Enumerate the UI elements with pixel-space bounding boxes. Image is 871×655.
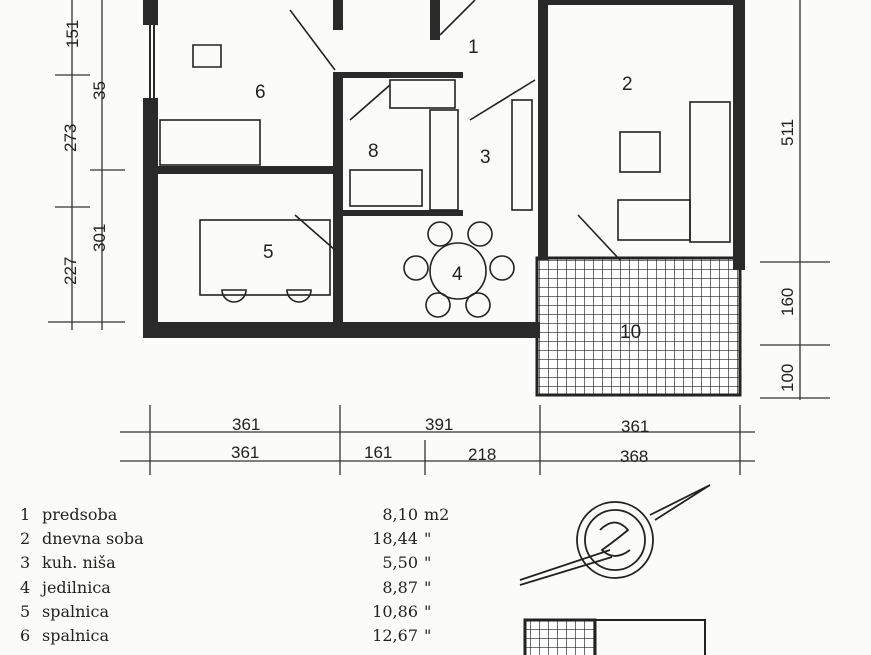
- dim-bottom-2: 391: [425, 415, 453, 434]
- legend-num: 5: [20, 601, 31, 621]
- dimension-labels: 151 273 227 35 301 511 160 100 361 391 3…: [61, 20, 797, 466]
- legend-unit: ": [424, 625, 432, 645]
- room-4-label: 4: [452, 264, 463, 285]
- legend-area: 8,87: [382, 577, 418, 597]
- dim-bottom-6: 218: [468, 445, 496, 464]
- legend-area: 12,67: [372, 625, 418, 645]
- walls: [143, 0, 745, 338]
- dim-bottom-5: 161: [364, 443, 392, 462]
- legend-label: kuh. niša: [42, 553, 116, 573]
- room-2-label: 2: [622, 74, 633, 95]
- legend-unit: ": [424, 577, 432, 597]
- dim-left-2: 273: [61, 124, 80, 152]
- room-5-label: 5: [263, 242, 274, 263]
- room-3-label: 3: [480, 147, 491, 168]
- legend-num: 4: [20, 577, 31, 597]
- room-1-label: 1: [468, 37, 479, 58]
- furniture: [159, 0, 731, 318]
- room-labels: 1 2 3 4 5 6 8 10: [255, 37, 641, 343]
- legend-unit: m2: [424, 505, 450, 524]
- legend-area: 10,86: [372, 601, 418, 621]
- legend-row: 5 spalnica 10,86 ": [20, 602, 460, 626]
- legend-label: spalnica: [42, 625, 110, 645]
- legend-num: 3: [20, 553, 31, 573]
- legend-row: 3 kuh. niša 5,50 ": [20, 553, 460, 577]
- dim-right-3: 100: [778, 364, 797, 392]
- legend-unit: ": [424, 553, 432, 573]
- legend-num: 2: [20, 529, 31, 549]
- legend-area: 18,44: [372, 529, 418, 549]
- room-8-label: 8: [368, 141, 379, 162]
- site-plan-thumbnail: [523, 618, 706, 655]
- compass-icon: [519, 484, 711, 586]
- legend-label: dnevna soba: [42, 529, 144, 549]
- legend-num: 1: [20, 505, 31, 524]
- legend-num: 6: [20, 625, 31, 645]
- dim-right-2: 160: [778, 288, 797, 316]
- legend-area: 8,10: [382, 505, 418, 524]
- legend-unit: ": [424, 529, 432, 549]
- room-10-label: 10: [620, 322, 641, 343]
- dim-bottom-4: 361: [231, 443, 259, 462]
- dim-bottom-7: 368: [620, 447, 648, 466]
- dim-left-1: 151: [63, 20, 82, 48]
- dim-left-inner-1: 35: [90, 81, 109, 100]
- legend-unit: ": [424, 601, 432, 621]
- dim-bottom-3: 361: [621, 417, 649, 436]
- dining-table: [429, 242, 487, 300]
- dimension-lines: [48, 0, 830, 475]
- legend-row: 4 jedilnica 8,87 ": [20, 578, 460, 602]
- legend-row: 1 predsoba 8,10 m2: [20, 505, 460, 529]
- room-legend: 1 predsoba 8,10 m2 2 dnevna soba 18,44 " 3 kuh.…: [20, 505, 460, 650]
- dim-left-3: 227: [61, 257, 80, 285]
- legend-row: 6 spalnica 12,67 ": [20, 626, 460, 650]
- dim-right-1: 511: [778, 119, 797, 146]
- legend-label: spalnica: [42, 601, 110, 621]
- legend-row: 2 dnevna soba 18,44 ": [20, 529, 460, 553]
- dim-left-inner-2: 301: [90, 224, 109, 252]
- legend-label: jedilnica: [42, 577, 111, 597]
- legend-area: 5,50: [382, 553, 418, 573]
- room-6-label: 6: [255, 82, 266, 103]
- legend-label: predsoba: [42, 505, 118, 524]
- dim-bottom-1: 361: [232, 415, 260, 434]
